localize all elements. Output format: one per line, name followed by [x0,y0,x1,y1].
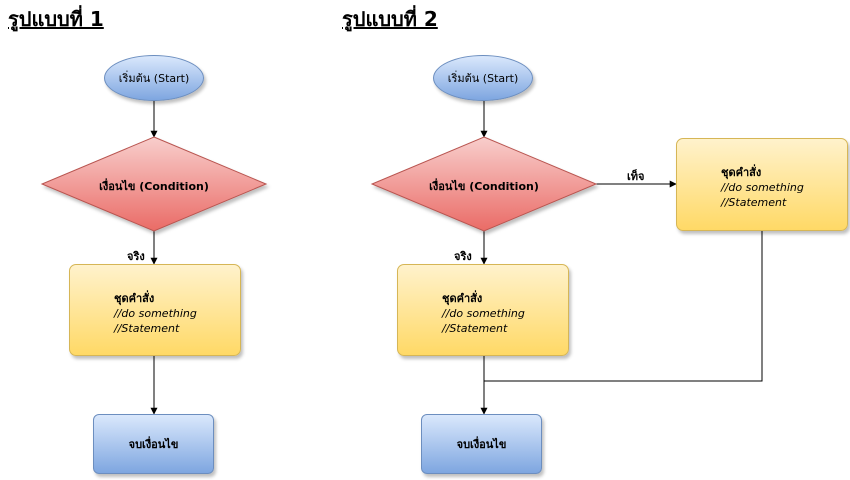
d1-true-label: จริง [127,250,145,263]
d1-end-node[interactable]: จบเงื่อนไข [93,414,214,474]
d1-process-node[interactable]: ชุดคำสั่ง //do something //Statement [69,264,241,356]
d1-process-head: ชุดคำสั่ง [114,292,155,305]
d2-process-false-to-end-line [484,231,763,382]
d1-process-line2: //Statement [114,322,180,335]
diagram2-title: รูปแบบที่ 2 [342,7,438,31]
d2-process-false-head: ชุดคำสั่ง [721,166,762,179]
d1-end-label: จบเงื่อนไข [128,438,179,451]
d2-process-true-line2: //Statement [442,322,508,335]
d2-end-node[interactable]: จบเงื่อนไข [421,414,542,474]
d2-process-true-line1: //do something [442,307,525,320]
d2-start-label: เริ่มต้น (Start) [447,72,519,85]
d2-true-label: จริง [454,250,472,263]
diagram1-title: รูปแบบที่ 1 [8,7,104,31]
d2-process-false-line1: //do something [721,181,804,194]
d1-start-label: เริ่มต้น (Start) [118,72,190,85]
d2-process-false-line2: //Statement [721,196,787,209]
d2-start-node[interactable]: เริ่มต้น (Start) [433,55,533,101]
d1-process-line1: //do something [114,307,197,320]
d2-process-false-node[interactable]: ชุดคำสั่ง //do something //Statement [676,138,848,231]
d2-condition-diamond [370,136,598,232]
d1-condition-label: เงื่อนไข (Condition) [99,180,209,193]
d2-false-label: เท็จ [627,170,645,183]
d1-condition-diamond [40,136,268,232]
d2-end-label: จบเงื่อนไข [456,438,507,451]
d1-start-node[interactable]: เริ่มต้น (Start) [104,55,204,101]
d2-condition-label: เงื่อนไข (Condition) [429,180,539,193]
d2-process-true-head: ชุดคำสั่ง [442,292,483,305]
d2-process-true-node[interactable]: ชุดคำสั่ง //do something //Statement [397,264,569,356]
